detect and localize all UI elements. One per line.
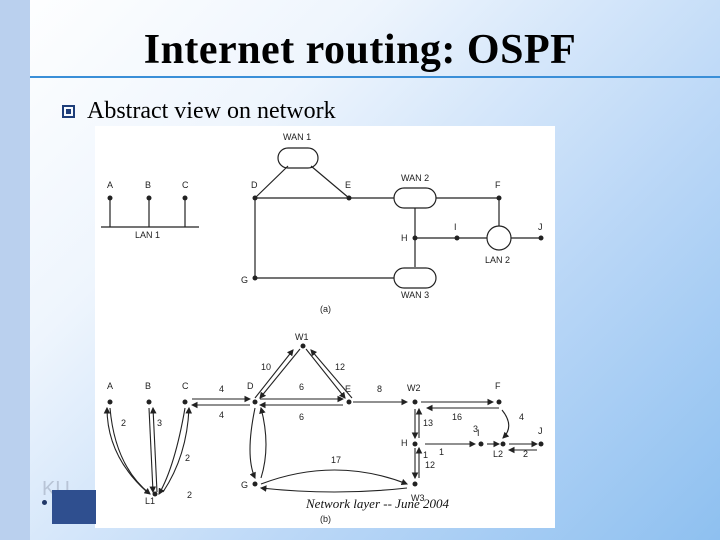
b-node-i-label: I	[477, 428, 480, 438]
footer-text: Network layer -- June 2004	[306, 496, 449, 511]
edge-d-g	[249, 407, 256, 480]
edge-w3-g	[259, 485, 408, 493]
weight-d-c: 4	[219, 410, 224, 420]
edge-c-l1	[158, 407, 186, 495]
edge-g-d	[259, 406, 267, 479]
wan3-label: WAN 3	[401, 290, 429, 300]
diagram-b-dots	[107, 343, 544, 497]
wan1-cloud	[277, 147, 319, 169]
node-j-label: J	[538, 222, 543, 232]
weight-f-l2: 4	[519, 412, 524, 422]
b-node-b-label: B	[145, 381, 151, 391]
weight-h-w3: 1	[423, 450, 428, 460]
node-a-label: A	[107, 180, 113, 190]
caption-a: (a)	[320, 304, 331, 314]
b-node-e-label: E	[345, 384, 351, 394]
weight-b-l1: 3	[157, 418, 162, 428]
weight-e-w2: 8	[377, 384, 382, 394]
node-i-label: I	[454, 222, 457, 232]
weight-i-l2: 3	[473, 424, 478, 434]
weight-w2-f: 16	[452, 412, 462, 422]
b-node-c-label: C	[182, 381, 189, 391]
node-c-label: C	[182, 180, 189, 190]
edge-b-l1	[148, 407, 157, 494]
slide-title: Internet routing: OSPF	[143, 27, 577, 73]
title-divider	[30, 76, 720, 78]
b-node-w2-label: W2	[407, 383, 421, 393]
edge-w1-e	[305, 348, 346, 399]
b-node-l2-label: L2	[493, 449, 503, 459]
diagram-svg: A B C D E F G H I J WAN 1 WAN 2 WAN 3 LA…	[101, 132, 544, 524]
edge-l1-b	[149, 406, 158, 493]
logo: KU	[34, 478, 96, 528]
network-diagram: A B C D E F G H I J WAN 1 WAN 2 WAN 3 LA…	[95, 126, 555, 528]
b-node-j-label: J	[538, 426, 543, 436]
weight-l2-j: 2	[523, 449, 528, 459]
wan2-cloud	[393, 187, 437, 209]
diagram-a-dots	[107, 195, 544, 281]
edge-l1-c	[162, 406, 193, 493]
b-node-w1-label: W1	[295, 332, 309, 342]
diagram-b	[103, 348, 539, 495]
weight-w1-d: 10	[261, 362, 271, 372]
wan3-cloud	[393, 267, 437, 289]
weight-c-l1: 2	[185, 453, 190, 463]
weight-g-w3: 17	[331, 455, 341, 465]
caption-b: (b)	[320, 514, 331, 524]
link-e-wan1	[310, 165, 350, 199]
weight-h-i: 1	[439, 447, 444, 457]
weight-d-e: 6	[299, 382, 304, 392]
weight-e-d: 6	[299, 412, 304, 422]
node-d-label: D	[251, 180, 258, 190]
wan1-label: WAN 1	[283, 132, 311, 142]
b-node-f-label: F	[495, 381, 501, 391]
node-g-label: G	[241, 275, 248, 285]
node-e-label: E	[345, 180, 351, 190]
node-h-label: H	[401, 233, 408, 243]
bullet-text: Abstract view on network	[87, 97, 336, 124]
b-node-h-label: H	[401, 438, 408, 448]
edge-d-w1	[254, 349, 294, 399]
lan2-circle	[486, 225, 512, 251]
bullet-square-icon	[62, 104, 75, 118]
node-f-label: F	[495, 180, 501, 190]
edge-f-l2	[501, 409, 510, 439]
wan2-label: WAN 2	[401, 173, 429, 183]
weight-c-d: 4	[219, 384, 224, 394]
bullet-item: Abstract view on network	[62, 96, 336, 126]
edge-e-w1	[310, 349, 353, 399]
link-d-wan1	[254, 165, 289, 199]
weight-w1-e: 12	[335, 362, 345, 372]
node-b-label: B	[145, 180, 151, 190]
b-node-a-label: A	[107, 381, 113, 391]
b-node-w3-label: W3	[411, 493, 425, 503]
weight-w3-h: 12	[425, 460, 435, 470]
edge-w1-d	[259, 348, 301, 399]
lan2-label: LAN 2	[485, 255, 510, 265]
diagram-a	[101, 147, 541, 289]
edge-g-w3	[260, 469, 409, 486]
lan1-label: LAN 1	[135, 230, 160, 240]
b-node-l1-label: L1	[145, 496, 155, 506]
weight-a-l1: 2	[121, 418, 126, 428]
b-node-g-label: G	[241, 480, 248, 490]
left-accent-bar	[0, 0, 30, 540]
edge-l1-a	[103, 406, 148, 493]
weight-w2-h: 13	[423, 418, 433, 428]
b-node-d-label: D	[247, 381, 254, 391]
weight-l1-c: 2	[187, 490, 192, 500]
